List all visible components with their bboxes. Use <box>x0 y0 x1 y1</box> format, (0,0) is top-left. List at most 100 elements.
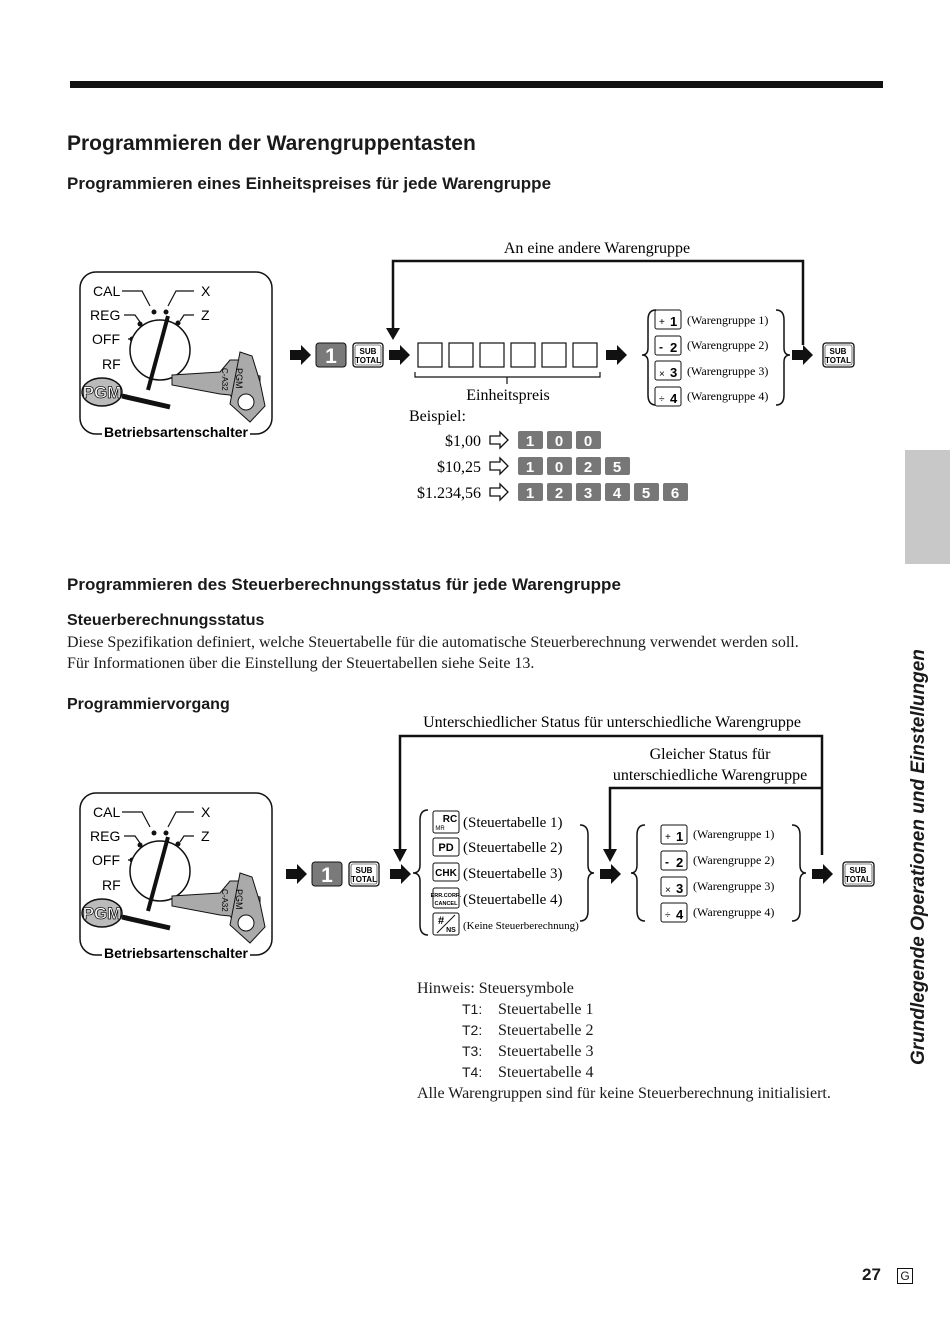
dept-key-2: -2 <box>654 335 682 356</box>
section2-heading: Programmieren des Steuerberechnungsstatu… <box>67 575 621 594</box>
svg-text:X: X <box>201 804 211 820</box>
example-amount-1: $1,00 <box>445 433 481 450</box>
svg-text:REG: REG <box>90 828 120 844</box>
tax-status-heading: Steuerberechnungsstatus <box>67 612 265 629</box>
note-item: T4:Steuertabelle 4 <box>462 1064 594 1081</box>
svg-text:TOTAL: TOTAL <box>825 356 851 365</box>
example-label: Beispiel: <box>409 408 466 425</box>
svg-text:PGM: PGM <box>83 904 122 923</box>
mode-label-reg: REG <box>90 307 120 323</box>
svg-text:6: 6 <box>671 485 679 502</box>
page-number: 27 <box>862 1265 881 1284</box>
svg-text:2: 2 <box>670 340 677 355</box>
dept-key-4: ÷4 <box>654 386 682 407</box>
tax-label-none: (Keine Steuerberechnung) <box>463 920 579 932</box>
svg-text:TOTAL: TOTAL <box>845 875 871 884</box>
svg-text:TOTAL: TOTAL <box>351 875 377 884</box>
dept-label-4: (Warengruppe 4) <box>687 389 768 403</box>
svg-text:MR: MR <box>435 826 445 832</box>
svg-text:-: - <box>665 855 669 869</box>
tax-label-3: (Steuertabelle 3) <box>463 866 563 882</box>
subtotal-key-end: SUB TOTAL <box>822 342 855 368</box>
svg-text:(Warengruppe 3): (Warengruppe 3) <box>693 879 774 893</box>
tax-key-pd: PD <box>432 837 460 857</box>
svg-text:3: 3 <box>670 365 677 380</box>
svg-text:PD: PD <box>438 842 453 854</box>
dept2-key-3: ×3 <box>660 876 688 897</box>
svg-text:1: 1 <box>676 829 683 844</box>
svg-text:4: 4 <box>670 391 678 406</box>
top-rule <box>70 81 883 88</box>
svg-text:PGM: PGM <box>234 889 244 910</box>
svg-text:1: 1 <box>325 345 337 368</box>
mode-label-rf: RF <box>102 356 121 372</box>
tax-status-para-line2: Für Informationen über die Einstellung d… <box>67 655 535 672</box>
example-keys-2: 1 0 2 5 <box>518 457 630 476</box>
example-amount-2: $10,25 <box>437 459 481 476</box>
svg-text:1: 1 <box>321 864 333 887</box>
example-amount-3: $1.234,56 <box>417 485 481 502</box>
mode-switch-caption-2: Betriebsartenschalter <box>104 945 249 961</box>
loop-label: An eine andere Warengruppe <box>504 240 690 257</box>
svg-text:+: + <box>665 832 671 843</box>
svg-text:RF: RF <box>102 877 121 893</box>
dept-label-2: (Warengruppe 2) <box>687 338 768 352</box>
svg-text:RC: RC <box>443 814 457 825</box>
mode-switch-diagram-2: Betriebsartenschalter CAL REG OFF RF X Z… <box>79 792 273 963</box>
tax-key-chk: CHK <box>432 862 460 882</box>
tax-key-err-corr: ERR.CORR. CANCEL <box>431 887 462 909</box>
subtotal-key: SUB TOTAL <box>352 342 384 368</box>
svg-text:2: 2 <box>676 855 683 870</box>
procedure-heading: Programmiervorgang <box>67 696 230 713</box>
note-title: Hinweis: Steuersymbole <box>417 980 574 997</box>
svg-text:SUB: SUB <box>830 347 847 356</box>
svg-text:0: 0 <box>555 433 563 450</box>
svg-text:1: 1 <box>670 314 677 329</box>
tax-label-2: (Steuertabelle 2) <box>463 840 563 856</box>
svg-text:×: × <box>665 885 671 896</box>
tax-key-ns: # NS <box>432 912 460 936</box>
tax-label-4: (Steuertabelle 4) <box>463 892 563 908</box>
mode-label-off: OFF <box>92 331 120 347</box>
svg-text:1: 1 <box>526 433 534 450</box>
tax-status-diagram: Unterschiedlicher Status für unterschied… <box>79 714 875 963</box>
example-keys-1: 1 0 0 <box>518 431 601 450</box>
unit-price-digit-boxes <box>417 342 598 368</box>
svg-text:5: 5 <box>613 459 621 476</box>
svg-text:CAL: CAL <box>93 804 120 820</box>
svg-text:0: 0 <box>584 433 592 450</box>
pgm-position-label: PGM <box>83 383 122 402</box>
dept-label-1: (Warengruppe 1) <box>687 313 768 327</box>
note-footer: Alle Warengruppen sind für keine Steuerb… <box>417 1085 831 1102</box>
svg-text:+: + <box>659 317 665 328</box>
svg-text:1: 1 <box>526 485 534 502</box>
outer-loop-label: Unterschiedlicher Status für unterschied… <box>423 714 801 731</box>
unit-price-diagram: Betriebsartenschalter CAL REG OFF RF X Z… <box>79 240 855 502</box>
svg-text:-: - <box>659 340 663 354</box>
svg-text:ERR.CORR.: ERR.CORR. <box>431 893 462 899</box>
key-tag-label: PGM <box>234 368 244 389</box>
svg-text:OFF: OFF <box>92 852 120 868</box>
tax-key-rc: RC MR <box>432 810 460 834</box>
unit-price-label: Einheitspreis <box>466 387 550 404</box>
section1-heading: Programmieren eines Einheitspreises für … <box>67 174 552 193</box>
svg-text:SUB: SUB <box>356 866 373 875</box>
tax-status-para-line1: Diese Spezifikation definiert, welche St… <box>67 634 799 651</box>
svg-text:2: 2 <box>584 459 592 476</box>
page-title: Programmieren der Warengruppentasten <box>67 132 476 155</box>
mode-label-z: Z <box>201 307 210 323</box>
svg-text:1: 1 <box>526 459 534 476</box>
mode-switch-diagram: Betriebsartenschalter CAL REG OFF RF X Z… <box>79 271 273 442</box>
svg-text:3: 3 <box>676 881 683 896</box>
svg-text:2: 2 <box>555 485 563 502</box>
note-item: T2:Steuertabelle 2 <box>462 1022 594 1039</box>
svg-text:(Warengruppe 2): (Warengruppe 2) <box>693 853 774 867</box>
svg-text:CHK: CHK <box>435 868 457 879</box>
subtotal-key-b: SUB TOTAL <box>348 861 380 887</box>
svg-text:NS: NS <box>446 927 456 934</box>
key-tag-code: C-A32 <box>220 368 229 391</box>
mode-switch-caption: Betriebsartenschalter <box>104 424 249 440</box>
svg-text:TOTAL: TOTAL <box>355 356 381 365</box>
svg-text:÷: ÷ <box>665 910 671 921</box>
side-chapter-title: Grundlegende Operationen und Einstellung… <box>908 649 929 1065</box>
